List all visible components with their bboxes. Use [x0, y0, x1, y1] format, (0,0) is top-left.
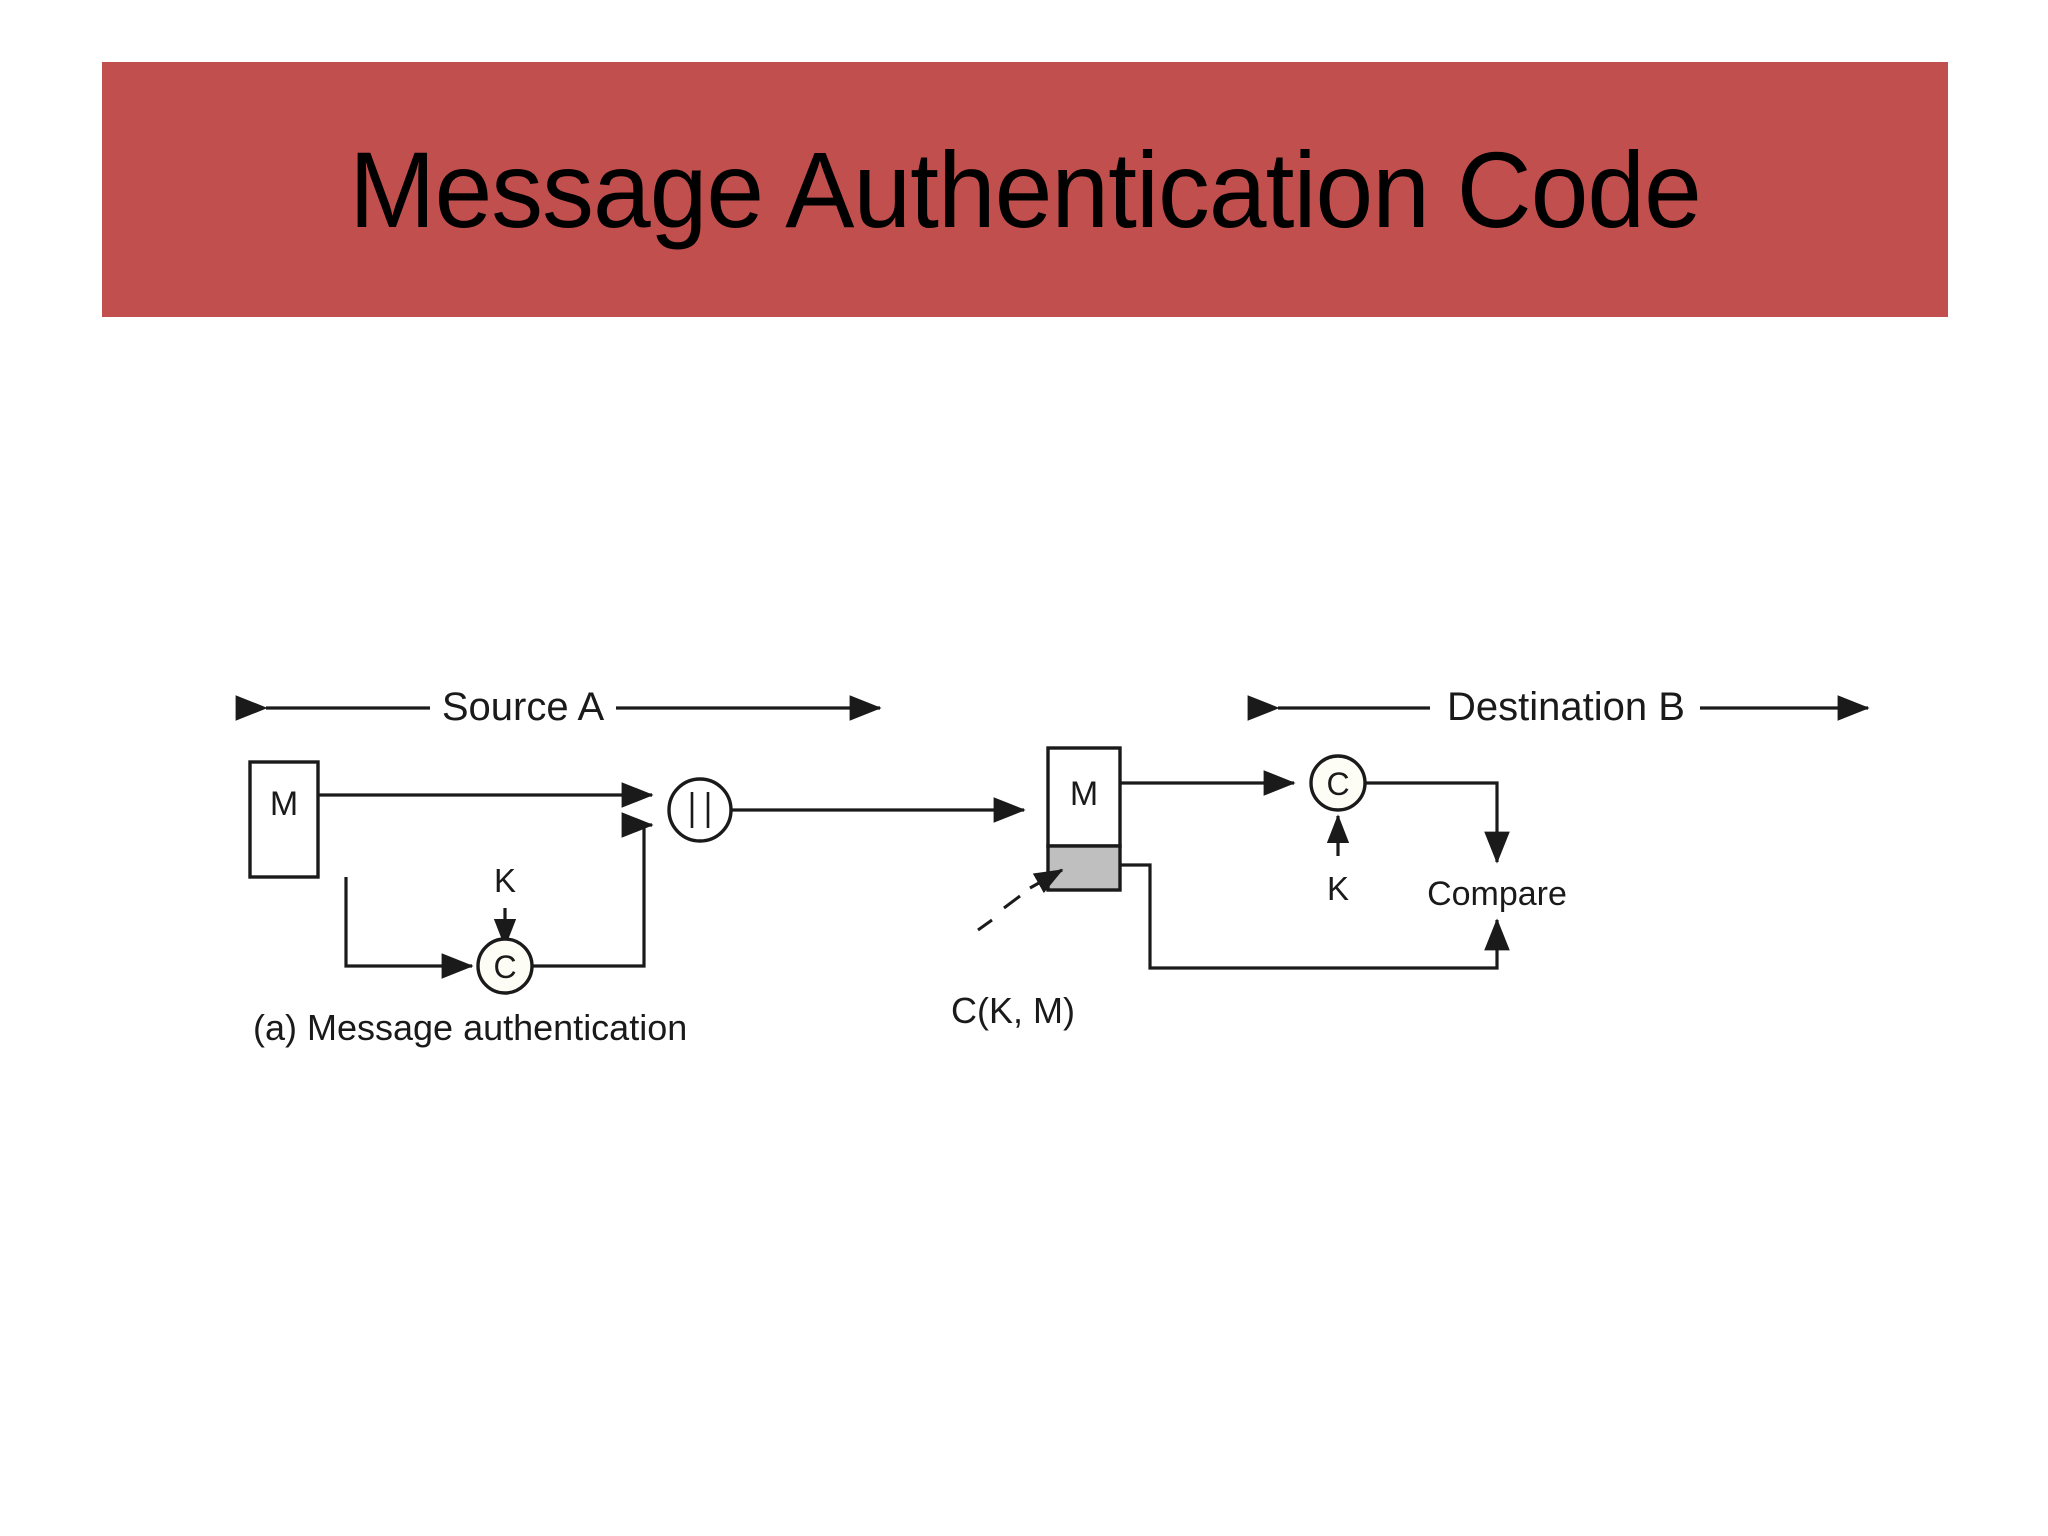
slide-title-banner: Message Authentication Code — [102, 62, 1948, 317]
destination-b-label: Destination B — [1447, 685, 1685, 729]
source-message-box — [248, 760, 320, 879]
destination-mac-function-label: C — [1326, 766, 1349, 802]
concat-operator-circle — [667, 777, 733, 843]
source-message-to-mac-path — [344, 877, 474, 979]
source-mac-to-concat-path — [532, 812, 654, 968]
received-mac-tag-box — [1046, 844, 1122, 892]
source-key-label: K — [494, 862, 516, 899]
destination-mac-to-compare-path — [1365, 781, 1510, 864]
page-title: Message Authentication Code — [349, 128, 1702, 250]
destination-key-label: K — [1327, 870, 1349, 907]
source-a-label: Source A — [442, 685, 605, 729]
message-authentication-diagram: Source A Destination B M K (a) Message a… — [0, 620, 2048, 1080]
received-message-box — [1046, 746, 1122, 848]
mac-tag-leader-arrow — [1029, 868, 1064, 894]
source-caption: (a) Message authentication — [253, 1007, 687, 1048]
mac-tag-annotation-label: C(K, M) — [951, 990, 1075, 1031]
mac-tag-leader-dash-1 — [1003, 894, 1021, 910]
mac-tag-leader-dash-2 — [977, 918, 993, 932]
source-mac-function-label: C — [493, 949, 516, 985]
received-tag-to-compare-path — [1120, 863, 1510, 970]
source-message-label: M — [270, 785, 298, 823]
received-message-label: M — [1070, 775, 1098, 813]
compare-label: Compare — [1427, 875, 1567, 913]
